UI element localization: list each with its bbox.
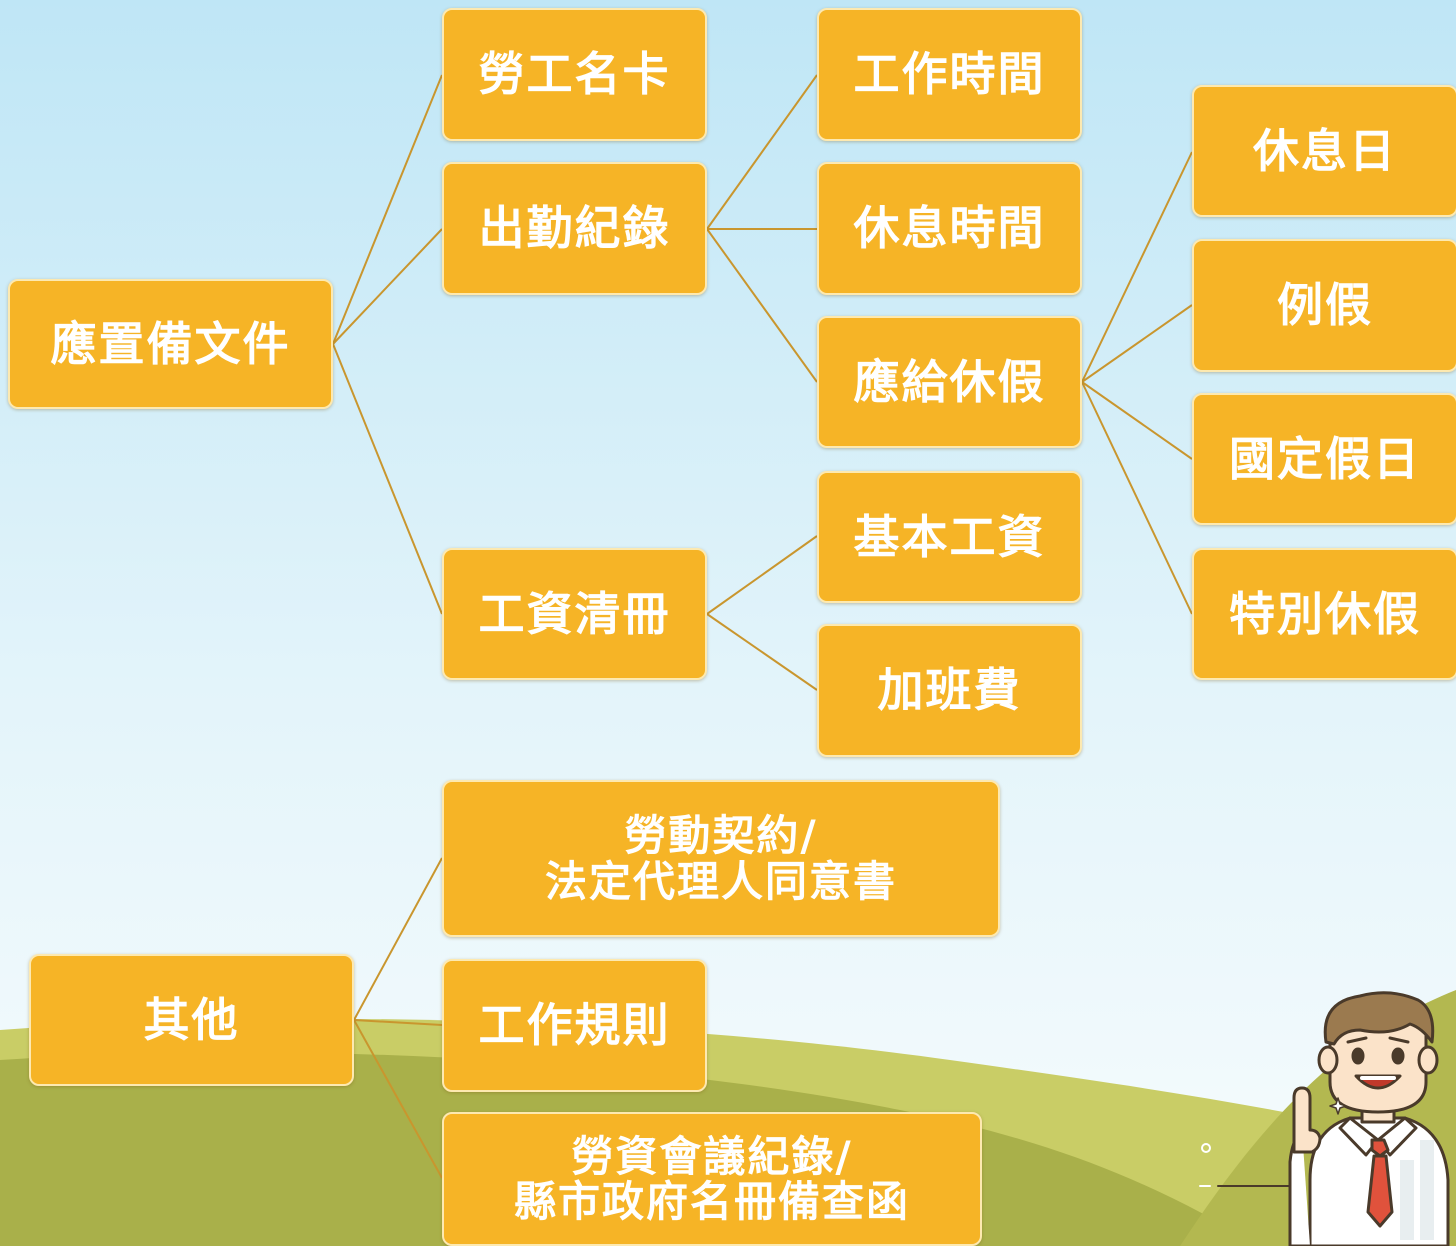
connector	[332, 343, 443, 615]
connector	[706, 613, 818, 691]
node-other: 其他	[29, 954, 354, 1086]
node-leave-entitlement: 應給休假	[817, 316, 1082, 448]
connector	[1081, 381, 1193, 615]
node-basic-wage: 基本工資	[817, 471, 1082, 603]
connector	[332, 74, 443, 345]
connector	[353, 1019, 443, 1026]
connector	[1081, 151, 1193, 383]
businessman-illustration	[1199, 991, 1450, 1246]
connector	[1081, 381, 1193, 460]
node-rest-time: 休息時間	[817, 162, 1082, 295]
node-national-holiday: 國定假日	[1192, 393, 1456, 525]
connector	[1081, 304, 1193, 383]
node-meeting-records: 勞資會議紀錄/ 縣市政府名冊備查函	[442, 1112, 982, 1246]
node-worker-card: 勞工名卡	[442, 8, 707, 141]
node-overtime-pay: 加班費	[817, 624, 1082, 757]
node-wage-register: 工資清冊	[442, 548, 707, 680]
connector	[706, 228, 818, 383]
connector	[353, 857, 443, 1021]
node-work-hours: 工作時間	[817, 8, 1082, 141]
node-rest-day: 休息日	[1192, 85, 1456, 217]
node-required-documents: 應置備文件	[8, 279, 333, 409]
connector	[706, 74, 818, 230]
connector	[353, 1019, 443, 1179]
node-attendance-records: 出勤紀錄	[442, 162, 707, 295]
node-labor-contract: 勞動契約/ 法定代理人同意書	[442, 780, 1000, 937]
connector	[706, 535, 818, 615]
node-regular-day-off: 例假	[1192, 239, 1456, 372]
node-annual-leave: 特別休假	[1192, 548, 1456, 680]
connector	[332, 228, 443, 345]
node-work-rules: 工作規則	[442, 959, 707, 1092]
